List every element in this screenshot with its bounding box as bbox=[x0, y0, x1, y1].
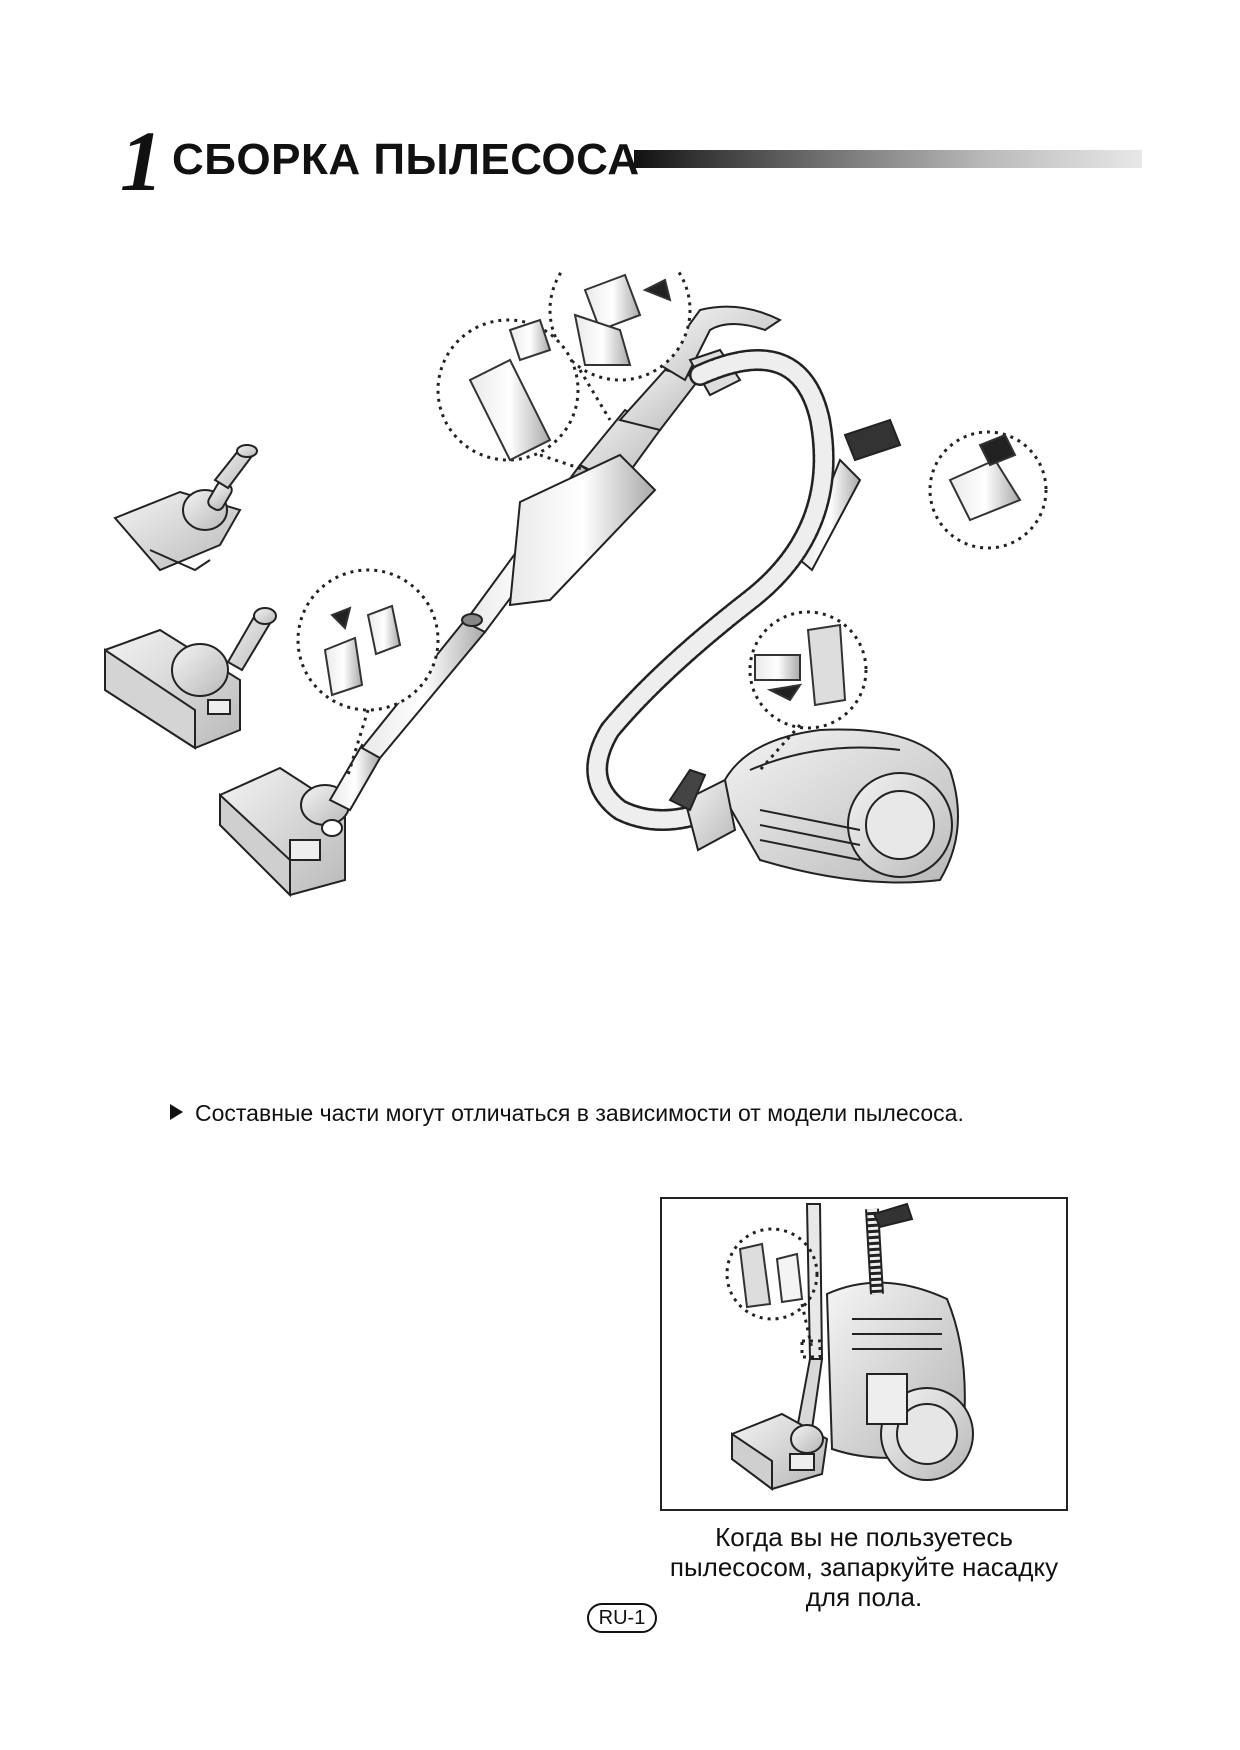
play-arrow-icon bbox=[170, 1104, 183, 1120]
vacuum-body-icon bbox=[668, 728, 959, 884]
note-text: Составные части могут отличаться в завис… bbox=[195, 1100, 964, 1126]
turbo-brush-icon bbox=[113, 444, 258, 572]
parking-illustration-box bbox=[660, 1197, 1068, 1511]
crevice-tool-icon bbox=[508, 418, 902, 607]
floor-brush-icon bbox=[104, 607, 277, 750]
title-gradient-bar bbox=[634, 150, 1142, 168]
caption-line: для пола. bbox=[805, 1582, 923, 1612]
main-floor-nozzle-icon bbox=[219, 766, 350, 898]
vacuum-assembly-illustration bbox=[104, 270, 1048, 898]
parking-illustration bbox=[725, 1202, 974, 1491]
chapter-number: 1 bbox=[120, 113, 163, 209]
page-title: СБОРКА ПЫЛЕСОСА bbox=[172, 135, 640, 184]
parking-caption: Когда вы не пользуетесь пылесосом, запар… bbox=[660, 1522, 1068, 1612]
page-number: RU-1 bbox=[587, 1603, 657, 1633]
caption-line: Когда вы не пользуетесь bbox=[715, 1522, 1013, 1552]
note-line: Составные части могут отличаться в завис… bbox=[170, 1102, 964, 1125]
caption-line: пылесосом, запаркуйте насадку bbox=[669, 1552, 1059, 1582]
